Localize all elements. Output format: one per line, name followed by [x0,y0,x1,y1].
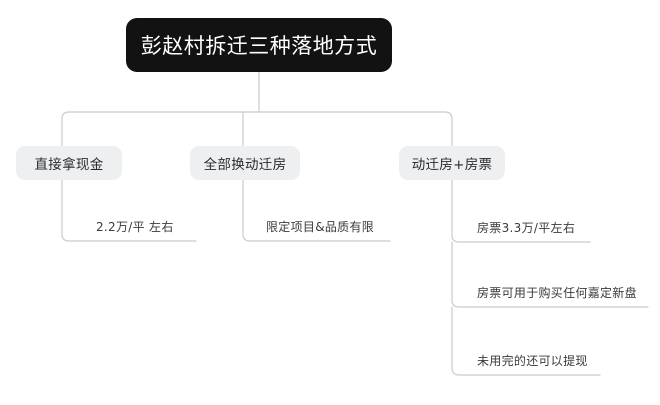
branch-node-housing-plus-voucher[interactable]: 动迁房+房票 [399,146,505,180]
root-node-label: 彭赵村拆迁三种落地方式 [140,34,378,58]
branch-node-relocation-housing-label: 全部换动迁房 [203,157,287,173]
leaf-label-project-limited[interactable]: 限定项目&品质有限 [266,220,375,234]
leaf-label-voucher-usage[interactable]: 房票可用于购买任何嘉定新盘 [477,286,637,300]
branch-node-housing-plus-voucher-label: 动迁房+房票 [411,157,493,173]
leaf-label-voucher-cashout[interactable]: 未用完的还可以提现 [477,354,588,368]
branch-node-cash-label: 直接拿现金 [34,157,104,173]
leaf-label-cash-price[interactable]: 2.2万/平 左右 [96,220,174,234]
branch-node-relocation-housing[interactable]: 全部换动迁房 [190,146,300,180]
branch-node-cash[interactable]: 直接拿现金 [16,146,122,180]
leaf-label-voucher-price[interactable]: 房票3.3万/平左右 [477,221,576,235]
root-node[interactable]: 彭赵村拆迁三种落地方式 [126,18,392,72]
